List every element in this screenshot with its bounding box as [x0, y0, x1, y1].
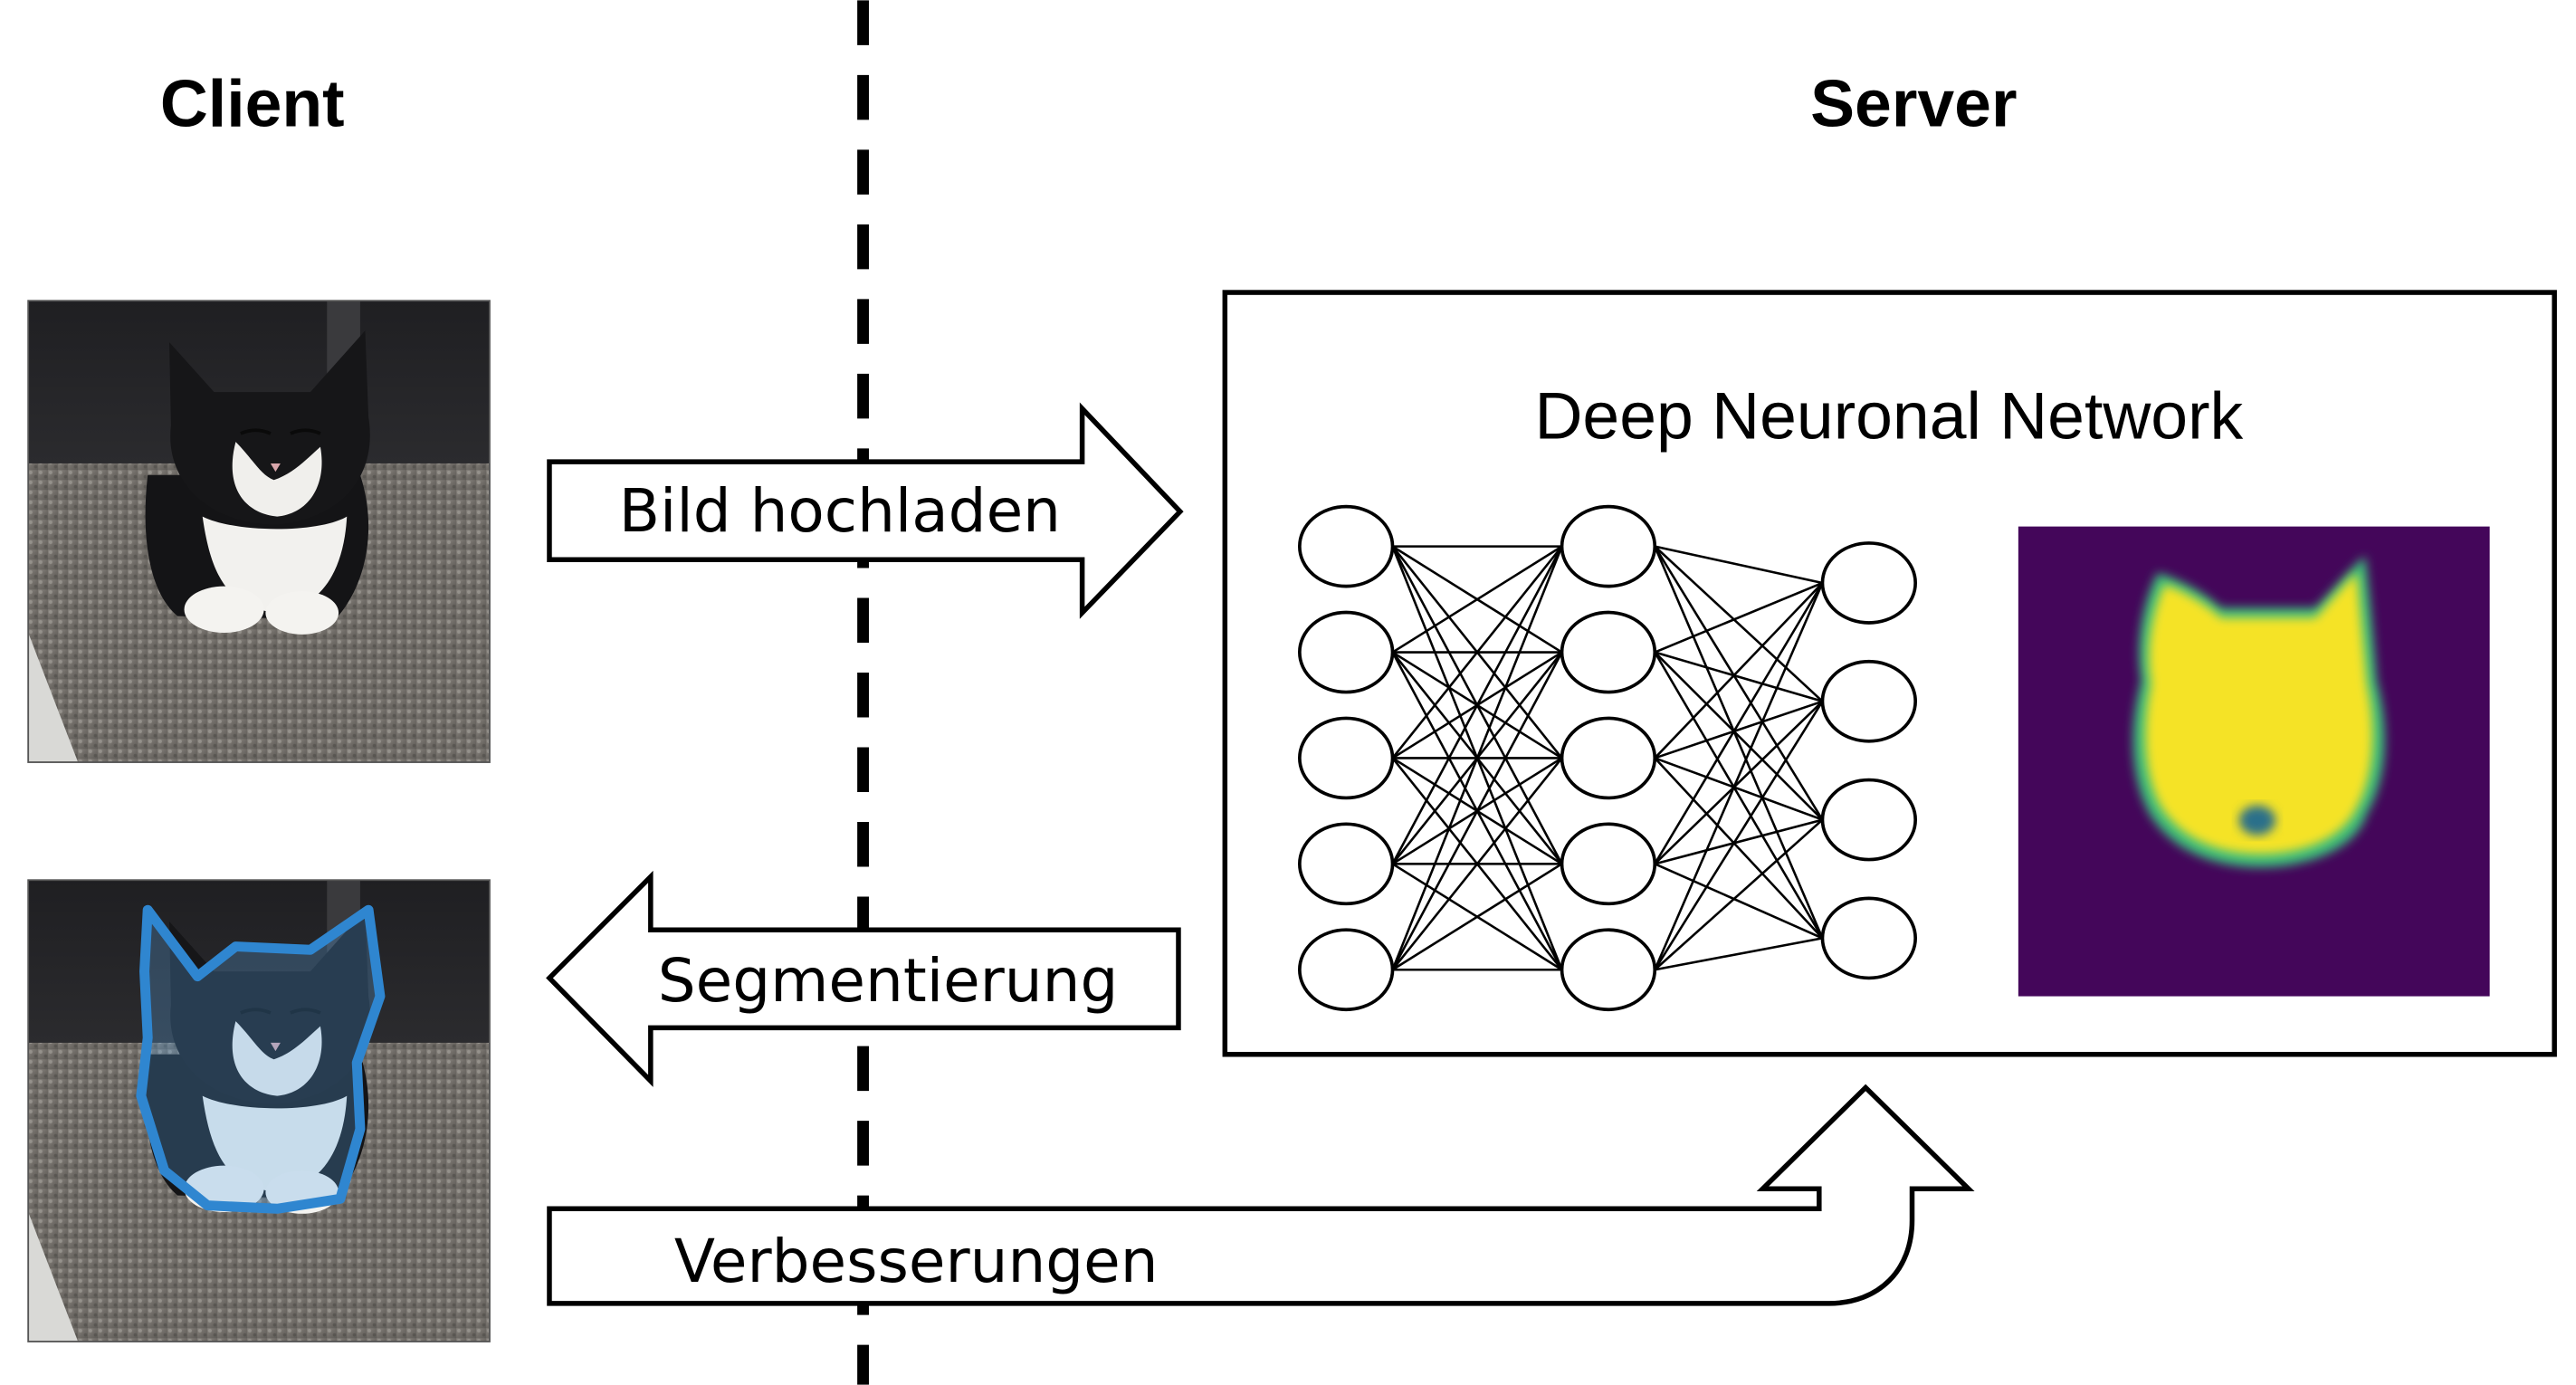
network-node-layer-2	[1560, 928, 1657, 1012]
neural-network	[1298, 504, 1917, 1012]
network-edge	[1391, 545, 1563, 654]
network-edge	[1655, 937, 1823, 971]
segmentation-arrow-label: Segmentierung	[658, 946, 1119, 1016]
network-edge	[1654, 757, 1823, 821]
network-edge	[1654, 757, 1824, 940]
network-node-layer-1	[1298, 822, 1395, 906]
prediction-mask	[2018, 526, 2490, 997]
network-edge	[1391, 757, 1563, 971]
network-node-layer-1	[1298, 716, 1395, 800]
network-node-layer-3	[1820, 778, 1917, 862]
network-edge	[1654, 546, 1824, 939]
network-edge	[1654, 582, 1824, 970]
network-node-layer-1	[1298, 610, 1395, 694]
network-edge	[1654, 581, 1823, 654]
network-node-layer-2	[1560, 504, 1657, 588]
network-edge	[1391, 546, 1563, 864]
network-edge	[1654, 700, 1824, 865]
segmentation-outline	[136, 904, 386, 1214]
network-edge	[1654, 863, 1823, 940]
upload-arrow	[547, 402, 1184, 619]
network-edge	[1654, 818, 1823, 865]
network-edge	[1654, 582, 1824, 759]
network-edge	[1654, 651, 1823, 703]
network-edge	[1654, 818, 1824, 971]
network-edge	[1391, 863, 1563, 971]
network-node-layer-2	[1560, 716, 1657, 800]
network-edge	[1391, 651, 1563, 970]
network-edge	[1391, 546, 1563, 970]
network-connections	[1391, 545, 1824, 971]
network-edge	[1654, 651, 1824, 821]
network-edge	[1654, 545, 1824, 821]
network-edge	[1654, 701, 1824, 970]
network-edge	[1391, 545, 1563, 759]
mask-foreground	[2145, 572, 2373, 855]
input-cat-photo	[26, 299, 491, 764]
network-node-layer-2	[1560, 822, 1657, 906]
mask-hole	[2238, 805, 2276, 836]
upload-arrow-label: Bild hochladen	[619, 476, 1061, 546]
network-node-layer-3	[1820, 896, 1917, 980]
network-title: Deep Neuronal Network	[1534, 378, 2243, 453]
network-edge	[1654, 545, 1824, 702]
network-edge	[1654, 700, 1823, 759]
network-nodes	[1298, 504, 1917, 1012]
improvements-arrow-label: Verbesserungen	[674, 1227, 1159, 1296]
network-node-layer-3	[1820, 541, 1917, 625]
network-edge	[1654, 651, 1824, 940]
server-heading: Server	[1810, 67, 2017, 141]
network-node-layer-3	[1820, 659, 1917, 743]
segmentation-arrow	[546, 870, 1181, 1087]
segmented-cat-photo	[26, 878, 491, 1343]
network-node-layer-1	[1298, 928, 1395, 1012]
network-node-layer-2	[1560, 610, 1657, 694]
client-heading: Client	[160, 67, 345, 141]
improvements-arrow	[547, 1084, 1975, 1306]
network-node-layer-1	[1298, 504, 1395, 588]
network-edge	[1654, 545, 1823, 585]
network-edge	[1654, 582, 1824, 864]
